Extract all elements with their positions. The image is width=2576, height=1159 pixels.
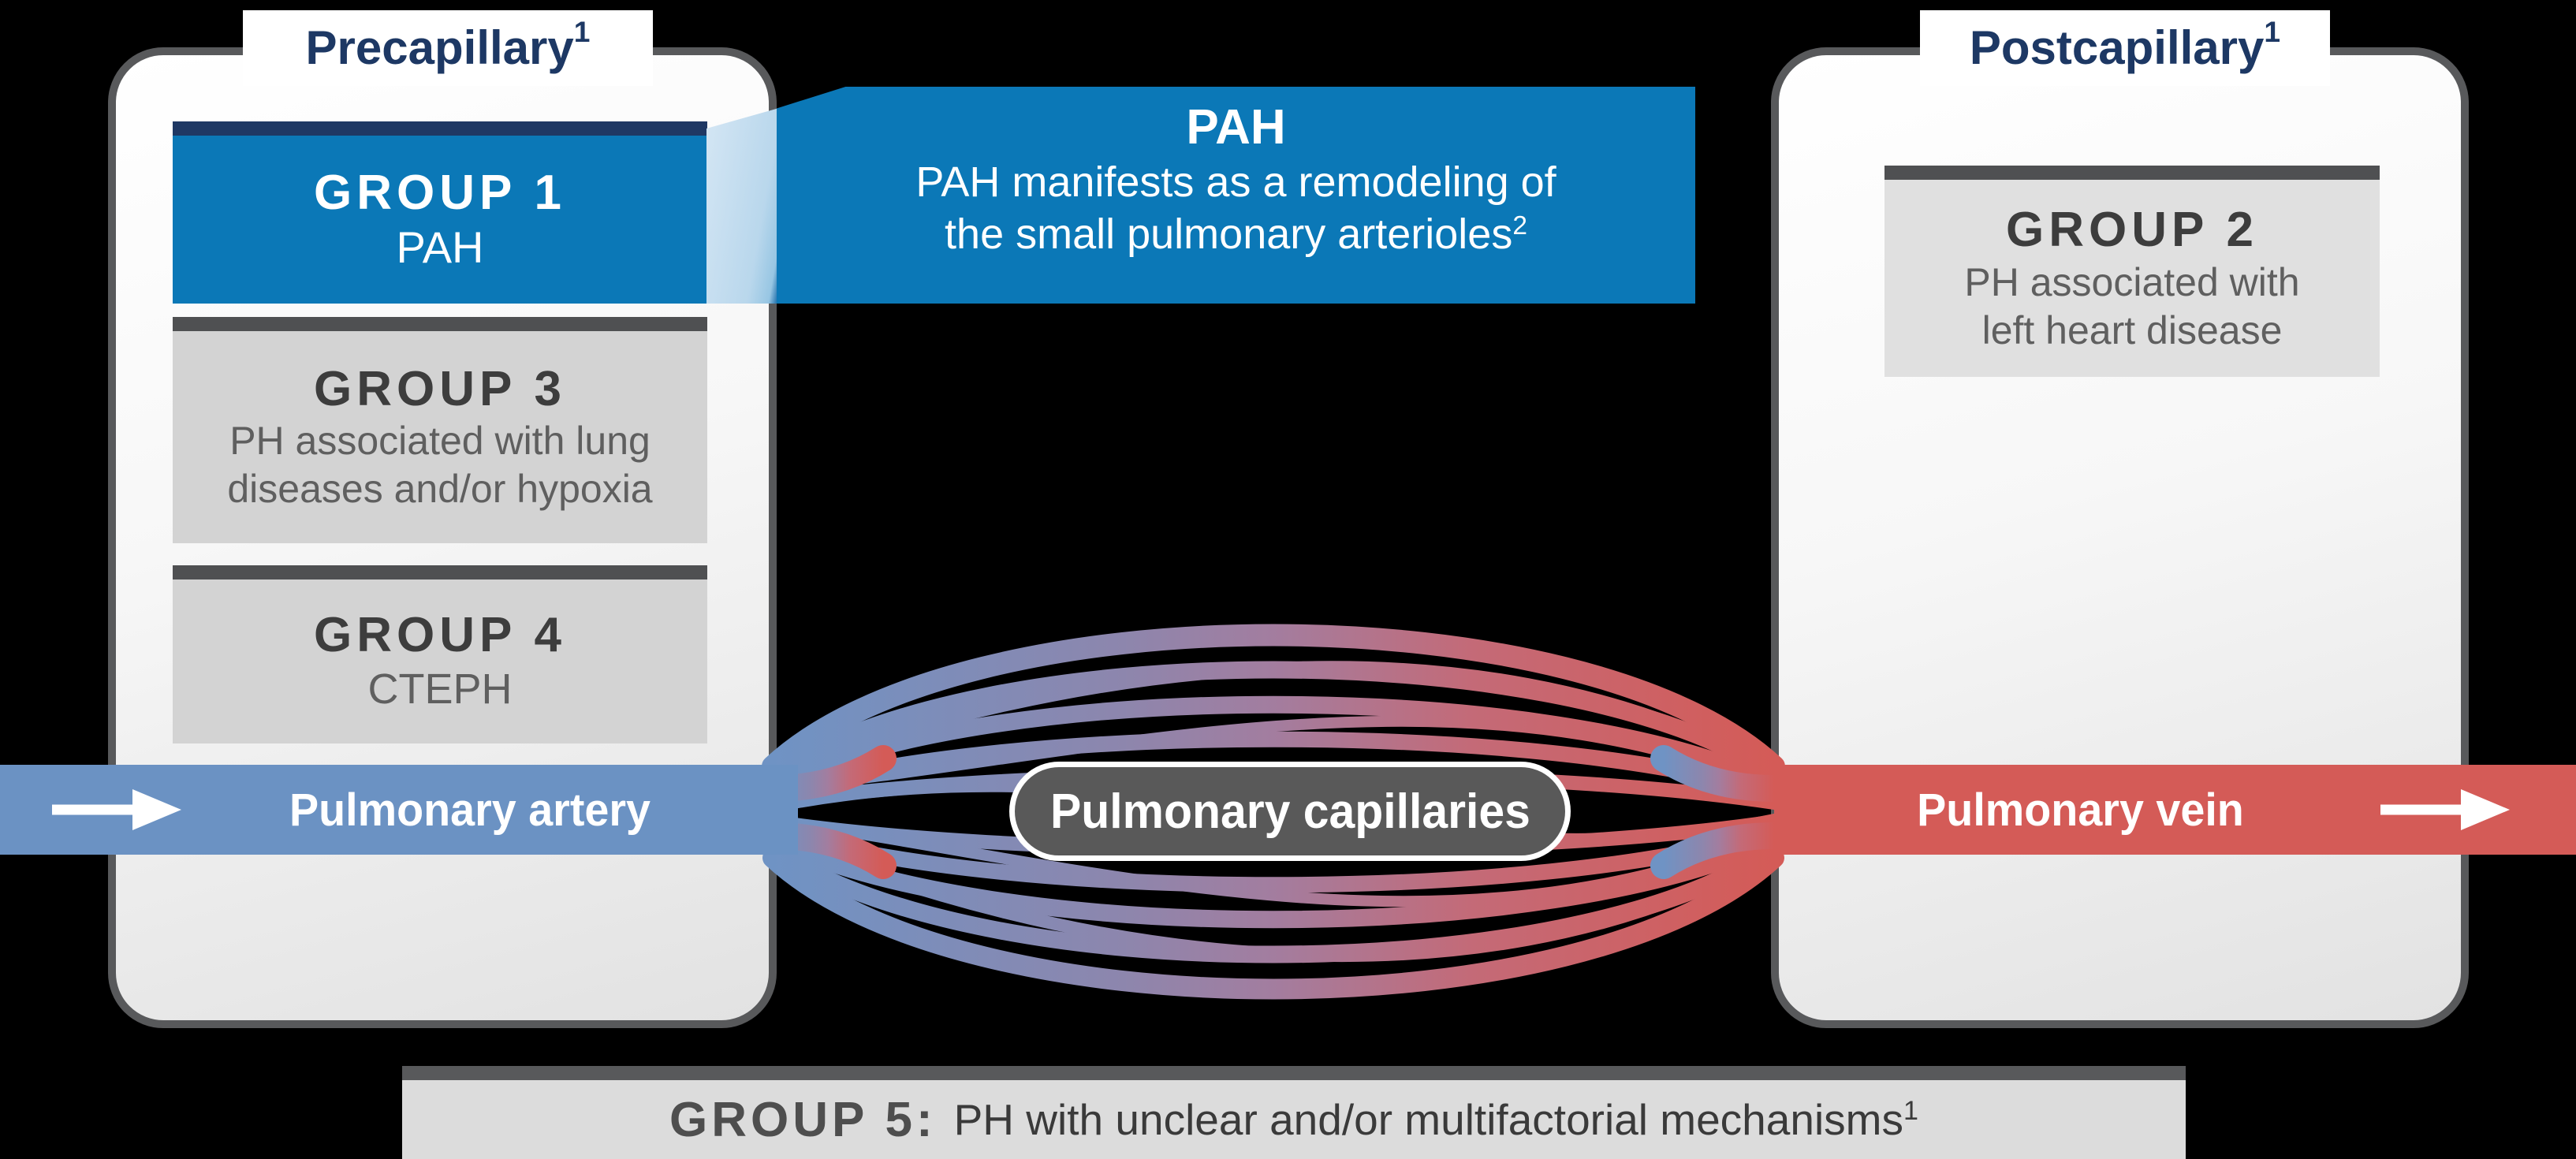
group2-top-bar [1884, 166, 2380, 180]
flow-arrow-left-icon [52, 789, 181, 830]
group1-top-bar [173, 121, 707, 136]
group4-subtitle: CTEPH [367, 665, 513, 713]
group5-bar: GROUP 5: PH with unclear and/or multifac… [402, 1066, 2186, 1159]
group2-subtitle-line2: left heart disease [1981, 307, 2283, 352]
group1-subtitle: PAH [396, 222, 484, 272]
postcapillary-superscript: 1 [2264, 14, 2281, 48]
group5-superscript: 1 [1903, 1096, 1918, 1127]
group2-subtitle-line1: PH associated with [1964, 259, 2300, 304]
postcapillary-label: Postcapillary [1969, 21, 2265, 74]
group2-box: GROUP 2 PH associated with left heart di… [1884, 166, 2380, 377]
pah-banner: PAH PAH manifests as a remodeling of the… [777, 87, 1695, 304]
pah-banner-superscript: 2 [1512, 211, 1527, 240]
group5-title: GROUP 5: [669, 1092, 937, 1147]
pulmonary-vein-label: Pulmonary vein [1917, 784, 2244, 836]
group3-subtitle-line1: PH associated with lung [229, 419, 651, 464]
group3-subtitle-line2: diseases and/or hypoxia [227, 467, 653, 512]
group3-top-bar [173, 317, 707, 331]
group3-box: GROUP 3 PH associated with lung diseases… [173, 317, 707, 543]
precapillary-label: Precapillary [305, 21, 574, 74]
precapillary-superscript: 1 [573, 14, 591, 48]
pulmonary-capillaries-label: Pulmonary capillaries [1049, 784, 1530, 839]
group5-text: PH with unclear and/or multifactorial me… [953, 1095, 1903, 1144]
group4-top-bar [173, 565, 707, 580]
pah-banner-title: PAH [1186, 100, 1286, 155]
group1-title: GROUP 1 [314, 165, 566, 220]
group3-title: GROUP 3 [314, 361, 566, 416]
pulmonary-artery-label: Pulmonary artery [289, 784, 651, 836]
group4-box: GROUP 4 CTEPH [173, 565, 707, 743]
pah-banner-line2: the small pulmonary arterioles [945, 211, 1513, 258]
group1-banner-connector [706, 108, 779, 304]
group1-box: GROUP 1 PAH [173, 121, 707, 304]
group5-top-bar [402, 1066, 2186, 1080]
capillary-network-graphic [759, 624, 1788, 1000]
pah-banner-line1: PAH manifests as a remodeling of [915, 158, 1556, 206]
flow-arrow-right-icon [2380, 789, 2510, 830]
pulmonary-capillaries-pill: Pulmonary capillaries [1009, 762, 1571, 861]
group2-title: GROUP 2 [2006, 203, 2258, 258]
group4-title: GROUP 4 [314, 608, 566, 663]
